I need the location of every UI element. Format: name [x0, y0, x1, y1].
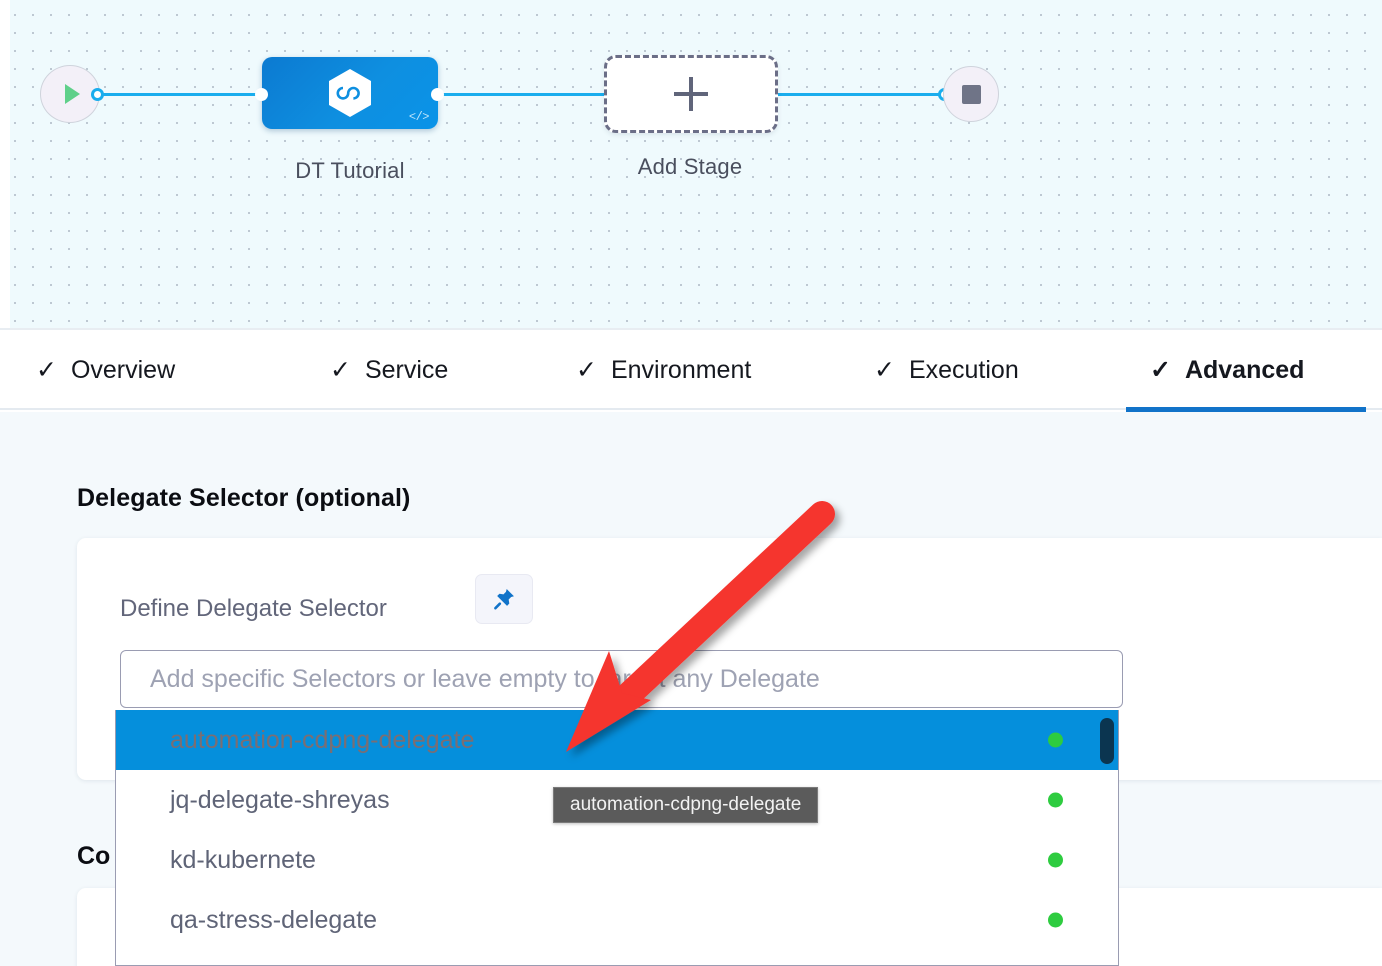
- add-stage-label: Add Stage: [637, 154, 743, 179]
- stage-config-tabbar: ✓ Overview ✓ Service ✓ Environment ✓ Exe…: [0, 330, 1382, 412]
- check-icon: ✓: [576, 355, 597, 384]
- connector-start-to-stage: [96, 93, 264, 96]
- pipeline-start-node[interactable]: [40, 65, 100, 123]
- delegate-option-tooltip: automation-cdpng-delegate: [553, 787, 819, 823]
- dropdown-option-1[interactable]: jq-delegate-shreyas: [116, 770, 1118, 830]
- pin-delegate-selector-button[interactable]: [475, 574, 533, 624]
- delegate-status-dot: [1048, 792, 1063, 808]
- dropdown-option-label: automation-cdpng-delegate: [170, 725, 475, 754]
- tab-active-underline: [1126, 407, 1366, 412]
- tab-execution-label: Execution: [908, 355, 1019, 384]
- check-icon: ✓: [874, 355, 895, 384]
- dropdown-scrollbar[interactable]: [1100, 710, 1118, 965]
- dropdown-option-label: kd-kubernete: [170, 845, 316, 874]
- delegate-selector-heading: Delegate Selector (optional): [77, 484, 411, 512]
- check-icon: ✓: [36, 355, 57, 384]
- stage-node-input-port[interactable]: [255, 88, 268, 101]
- delegate-selector-input[interactable]: Add specific Selectors or leave empty to…: [120, 650, 1123, 708]
- delegate-selector-dropdown[interactable]: automation-cdpng-delegate jq-delegate-sh…: [115, 710, 1119, 966]
- tab-execution[interactable]: ✓ Execution: [874, 330, 1019, 410]
- stage-code-badge: </>: [408, 110, 430, 124]
- tab-advanced[interactable]: ✓ Advanced: [1126, 330, 1366, 412]
- delegate-selector-placeholder: Add specific Selectors or leave empty to…: [150, 664, 820, 693]
- pipeline-canvas[interactable]: </> DT Tutorial Add Stage: [0, 0, 1382, 330]
- dropdown-option-label: jq-delegate-shreyas: [170, 785, 390, 814]
- add-stage-node[interactable]: [604, 55, 778, 133]
- delegate-status-dot: [1048, 852, 1063, 868]
- tooltip-text: automation-cdpng-delegate: [570, 794, 802, 815]
- stop-square-icon: [961, 84, 981, 104]
- dropdown-scrollbar-thumb[interactable]: [1100, 718, 1114, 764]
- tab-environment[interactable]: ✓ Environment: [576, 330, 751, 410]
- check-icon: ✓: [330, 355, 351, 384]
- pipeline-end-node[interactable]: [943, 66, 999, 122]
- start-node-output-port[interactable]: [91, 88, 104, 101]
- harness-hexagon-icon: [329, 69, 371, 117]
- define-delegate-selector-label: Define Delegate Selector: [120, 595, 387, 622]
- pushpin-icon: [494, 589, 514, 610]
- plus-icon: [674, 77, 708, 111]
- tab-overview[interactable]: ✓ Overview: [36, 330, 175, 410]
- check-icon: ✓: [1150, 355, 1171, 384]
- delegate-status-dot: [1048, 912, 1063, 928]
- stage-node-output-port[interactable]: [431, 88, 444, 101]
- tab-advanced-label: Advanced: [1184, 355, 1305, 384]
- delegate-status-dot: [1048, 732, 1063, 748]
- stage-node-dt-tutorial[interactable]: </>: [262, 57, 438, 129]
- canvas-left-gutter: [0, 0, 10, 330]
- second-section-heading: Co: [77, 842, 111, 870]
- tab-service-label: Service: [364, 355, 449, 384]
- dropdown-option-label: qa-stress-delegate: [170, 905, 378, 934]
- play-icon: [64, 84, 80, 104]
- canvas-bottom-divider: [0, 328, 1382, 330]
- stage-node-label: DT Tutorial: [295, 158, 405, 183]
- tab-overview-label: Overview: [70, 355, 176, 384]
- dropdown-option-0[interactable]: automation-cdpng-delegate: [116, 710, 1118, 770]
- dropdown-option-2[interactable]: kd-kubernete: [116, 830, 1118, 890]
- tab-environment-label: Environment: [610, 355, 752, 384]
- dropdown-option-3[interactable]: qa-stress-delegate: [116, 890, 1118, 950]
- tab-service[interactable]: ✓ Service: [330, 330, 448, 410]
